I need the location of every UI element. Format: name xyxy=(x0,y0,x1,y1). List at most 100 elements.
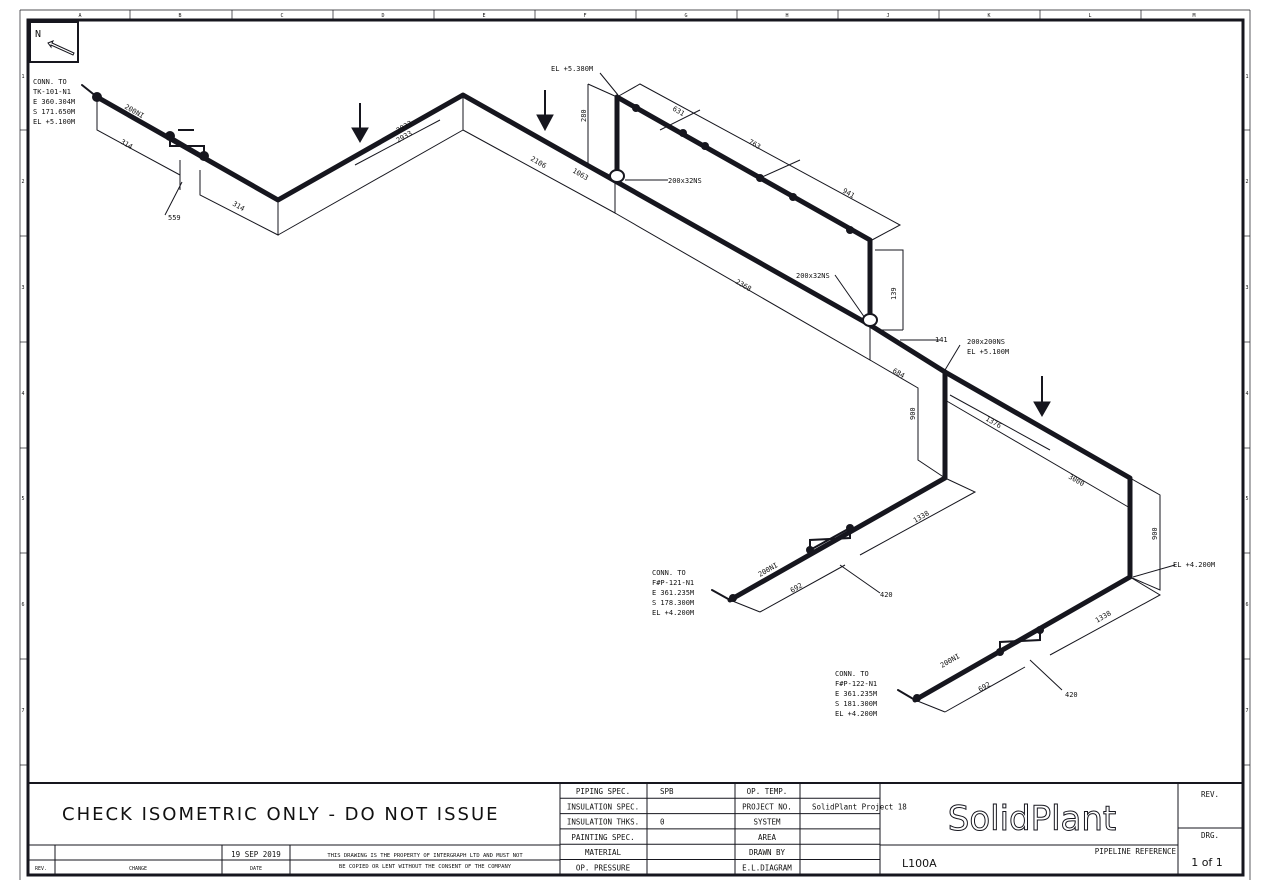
title-block: CHECK ISOMETRIC ONLY - DO NOT ISSUE REV.… xyxy=(28,782,1243,876)
fittings xyxy=(92,92,1044,702)
pipeline xyxy=(81,84,1133,703)
row-marker: 5 xyxy=(21,496,24,502)
spec-label: MATERIAL xyxy=(585,848,622,857)
column-marker: G xyxy=(684,13,687,19)
row-marker: 1 xyxy=(21,74,24,80)
solidplant-logo: SolidPlant xyxy=(948,799,1117,839)
change-header: CHANGE xyxy=(129,866,147,872)
row-marker: 2 xyxy=(21,179,24,185)
tee-label: 200x32NS xyxy=(796,272,830,280)
dimension-label: 141 xyxy=(935,336,948,344)
row-marker: 2 xyxy=(1245,179,1248,185)
row-marker: 5 xyxy=(1245,496,1248,502)
column-marker: D xyxy=(381,13,384,19)
support-arrow-icon xyxy=(536,90,554,132)
column-marker: L xyxy=(1088,13,1091,19)
tee-label: 200x32NS xyxy=(668,177,702,185)
spec-value: 0 xyxy=(660,818,665,827)
property-notice: THIS DRAWING IS THE PROPERTY OF INTERGRA… xyxy=(327,853,523,859)
dimension-label: 692 xyxy=(789,581,804,594)
connection-line: CONN. TO xyxy=(33,78,67,86)
spec-label: E.L.DIAGRAM xyxy=(742,864,792,873)
spec-label: PIPING SPEC. xyxy=(576,787,630,796)
check-notice: CHECK ISOMETRIC ONLY - DO NOT ISSUE xyxy=(62,804,500,825)
elevation-label: EL +5.380M xyxy=(551,65,593,73)
spec-label: OP. PRESSURE xyxy=(576,864,631,873)
spec-label: DRAWN BY xyxy=(749,848,786,857)
dimension-label: 1063 xyxy=(571,167,590,182)
row-marker: 6 xyxy=(21,602,24,608)
tee-icon xyxy=(609,169,625,183)
spec-label: SYSTEM xyxy=(753,818,781,827)
column-marker: F xyxy=(583,13,586,19)
dimension-label: 900 xyxy=(909,407,917,420)
date-value: 19 SEP 2019 xyxy=(231,850,281,859)
connection-line: EL +4.200M xyxy=(835,710,877,718)
spec-label: INSULATION THKS. xyxy=(567,818,639,827)
dimension-label: 941 xyxy=(841,187,856,200)
spec-label: AREA xyxy=(758,833,777,842)
spec-label: INSULATION SPEC. xyxy=(567,802,639,811)
dimension-label: 420 xyxy=(880,591,893,599)
row-marker: 1 xyxy=(1245,74,1248,80)
property-notice: BE COPIED OR LENT WITHOUT THE CONSENT OF… xyxy=(339,864,512,870)
dimension-label: 314 xyxy=(231,200,246,213)
tee-icon xyxy=(862,313,878,327)
column-marker: H xyxy=(785,13,788,19)
spec-label: PROJECT NO. xyxy=(742,802,792,811)
connection-line: S 171.650M xyxy=(33,108,75,116)
support-arrow-icon xyxy=(1033,376,1051,418)
column-marker: J xyxy=(886,13,889,19)
valve-icon xyxy=(999,628,1041,654)
date-header: DATE xyxy=(250,866,262,872)
row-marker: 7 xyxy=(21,708,24,714)
row-marker: 6 xyxy=(1245,602,1248,608)
drg-label: DRG. xyxy=(1201,831,1219,840)
dimension-label: 559 xyxy=(168,214,181,222)
dimension-label: 631 xyxy=(671,105,686,118)
dimension-label: 1338 xyxy=(912,509,931,524)
dimension-label: 280 xyxy=(580,109,588,122)
column-marker: K xyxy=(987,13,990,19)
elevation-label: EL +5.100M xyxy=(967,348,1009,356)
row-marker: 7 xyxy=(1245,708,1248,714)
column-marker: B xyxy=(178,13,181,19)
pipe-size-label: 200NI xyxy=(939,652,961,669)
tee-label: 200x200NS xyxy=(967,338,1005,346)
flange-icon xyxy=(92,92,102,102)
connection-line: CONN. TO xyxy=(835,670,869,678)
column-marker: M xyxy=(1192,13,1195,19)
dimension-label: 420 xyxy=(1065,691,1078,699)
rev-label: REV. xyxy=(1201,790,1219,799)
dimension-label: 684 xyxy=(891,367,906,380)
spec-value: SPB xyxy=(660,787,674,796)
sheet-number: 1 of 1 xyxy=(1191,856,1223,869)
column-marker: E xyxy=(482,13,485,19)
north-arrow-icon xyxy=(47,40,75,56)
connection-line: EL +5.100M xyxy=(33,118,75,126)
north-label: N xyxy=(35,29,41,40)
connection-line: F#P-122-N1 xyxy=(835,680,877,688)
dimension-label: 3000 xyxy=(1067,473,1086,488)
connection-line: F#P-121-N1 xyxy=(652,579,694,587)
dimension-label: 2368 xyxy=(734,278,753,293)
connection-line: S 178.300M xyxy=(652,599,694,607)
elevation-label: EL +4.200M xyxy=(1173,561,1215,569)
connection-line: E 360.304M xyxy=(33,98,75,106)
dimension-lines xyxy=(96,72,1176,713)
pipeline-reference-label: PIPELINE REFERENCE xyxy=(1095,847,1177,856)
column-marker: C xyxy=(280,13,283,19)
row-marker: 3 xyxy=(1245,285,1248,291)
valve-icon xyxy=(169,134,205,158)
valve-icon xyxy=(809,526,851,552)
dimension-label: 139 xyxy=(890,287,898,300)
connection-line: EL +4.200M xyxy=(652,609,694,617)
spec-value: SolidPlant Project 18 xyxy=(812,802,907,811)
drawing-border xyxy=(26,18,1245,877)
row-marker: 4 xyxy=(1245,391,1248,397)
